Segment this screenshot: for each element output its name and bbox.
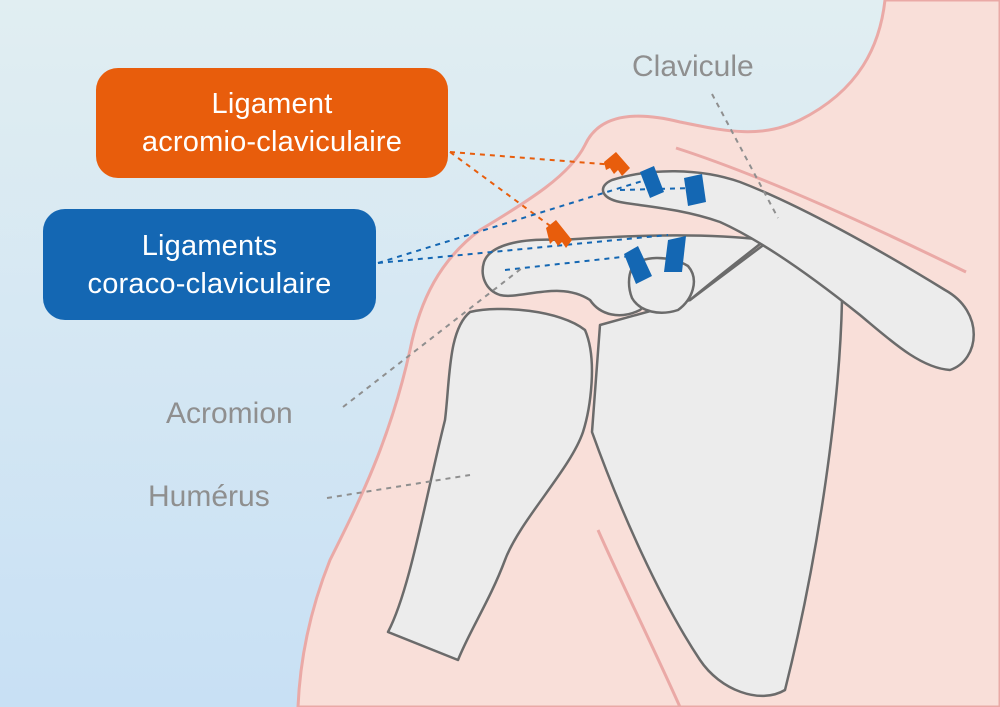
leader-lines (326, 93, 779, 499)
callout-cc-line2: coraco-claviculaire (87, 267, 332, 300)
ac-ligament-mark-upper (604, 152, 630, 176)
callout-coraco-claviculaire: Ligaments coraco-claviculaire (43, 209, 376, 320)
leader-cc-mid (504, 254, 641, 271)
label-humerus: Humérus (148, 480, 270, 513)
leader-cc-lower (377, 234, 669, 264)
acromio-clavicular-ligament (546, 152, 630, 248)
cc-ligament-mark-3 (624, 246, 652, 284)
cc-ligament-mark-1 (640, 166, 664, 198)
leader-acromion (342, 267, 523, 408)
callout-cc-line1: Ligaments (141, 229, 278, 262)
label-clavicule: Clavicule (632, 50, 754, 83)
callout-acromio-claviculaire: Ligament acromio-claviculaire (96, 68, 448, 178)
skin-contour-line (675, 146, 967, 274)
leader-clavicule (711, 93, 779, 219)
clavicle-bone (601, 170, 975, 372)
humerus-bone (386, 307, 594, 662)
callout-ac-line2: acromio-claviculaire (141, 126, 403, 158)
ac-ligament-mark-lower (546, 220, 572, 248)
label-acromion: Acromion (166, 397, 293, 430)
leader-cc-upper (377, 177, 653, 264)
coraco-clavicular-ligaments (624, 166, 706, 284)
arm-skin-contour (596, 529, 682, 707)
cc-ligament-mark-2 (684, 174, 706, 206)
leader-humerus (326, 474, 471, 499)
leader-ac-upper (449, 151, 616, 166)
cc-ligament-mark-4 (664, 236, 686, 272)
callout-ac-line1: Ligament (211, 88, 333, 120)
leader-ac-lower (449, 151, 554, 229)
leader-cc-mid2 (619, 187, 693, 191)
